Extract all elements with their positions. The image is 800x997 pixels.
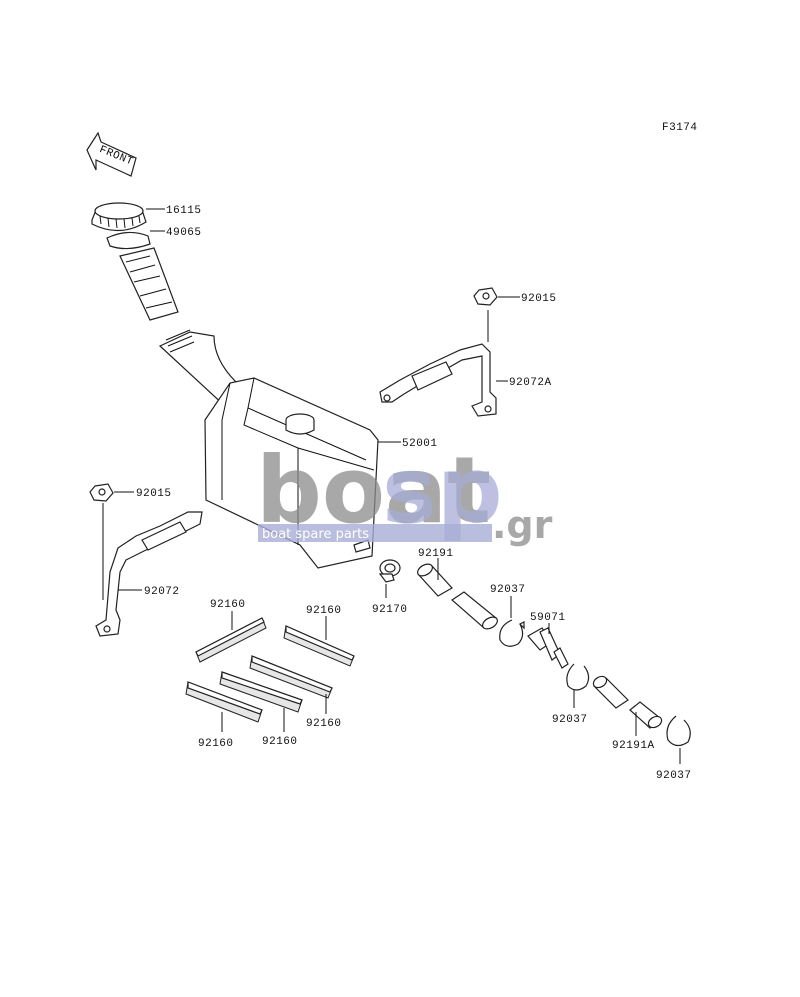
label-nut-upper: 92015: [521, 293, 557, 305]
circlip-3: [666, 715, 691, 747]
label-pad-1: 92160: [210, 599, 246, 611]
hose-2: [592, 675, 663, 729]
label-clamp: 92170: [372, 604, 408, 616]
label-fitting: 59071: [530, 612, 566, 624]
nut-left: [89, 483, 114, 502]
nut-upper: [473, 287, 498, 306]
label-circlip-1: 92037: [490, 584, 526, 596]
hose-clamp: [378, 559, 401, 583]
diagram-code: F3174: [662, 122, 698, 134]
circlip-1: [499, 619, 525, 647]
label-cap: 16115: [166, 205, 202, 217]
pad-1: [195, 617, 267, 663]
label-bracket-left: 92072: [144, 586, 180, 598]
label-hose-1: 92191: [418, 548, 454, 560]
oil-tank: [158, 329, 379, 569]
label-circlip-2: 92037: [552, 714, 588, 726]
pad-3: [249, 655, 333, 699]
label-pad-5: 92160: [198, 738, 234, 750]
hose-1: [417, 563, 498, 630]
filler-cap: [91, 202, 147, 232]
label-tank: 52001: [402, 438, 438, 450]
label-nut-left: 92015: [136, 488, 172, 500]
filler-neck: [106, 231, 179, 321]
label-pad-3: 92160: [306, 718, 342, 730]
label-hose-2: 92191A: [612, 740, 655, 752]
pad-2: [283, 625, 355, 667]
label-bracket-upper: 92072A: [509, 377, 552, 389]
front-arrow-icon: FRONT: [86, 131, 137, 177]
label-gasket: 49065: [166, 227, 202, 239]
watermark-suffix: .gr: [492, 503, 553, 547]
label-pad-2: 92160: [306, 605, 342, 617]
pad-5: [185, 681, 263, 723]
watermark-logo: boat sp .gr boat spare parts: [256, 437, 553, 547]
label-circlip-3: 92037: [656, 770, 692, 782]
pad-4: [219, 671, 303, 713]
circlip-2: [566, 663, 590, 691]
bracket-upper: [379, 343, 497, 417]
joint-fitting: [527, 627, 569, 669]
label-pad-4: 92160: [262, 736, 298, 748]
bracket-left: [95, 511, 203, 637]
watermark-tagline: boat spare parts: [262, 527, 369, 542]
